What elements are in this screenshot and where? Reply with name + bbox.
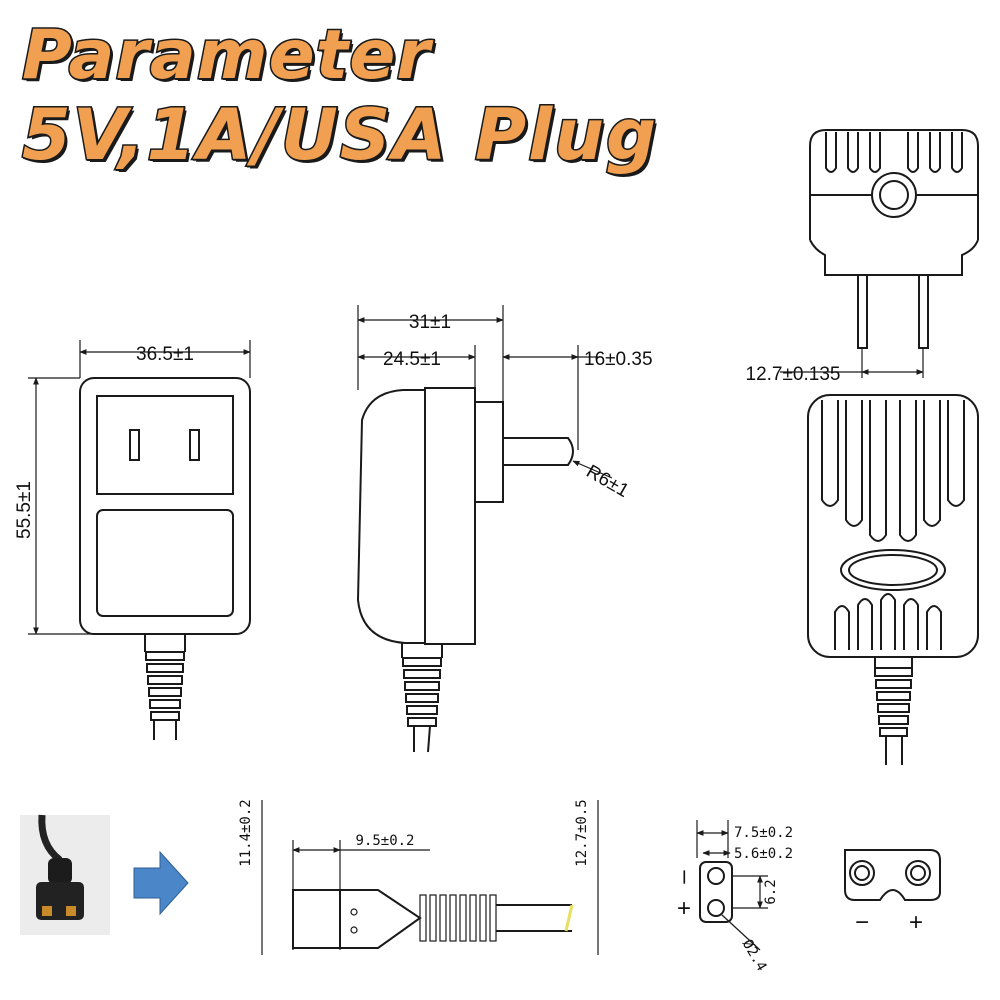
side-radius-label: R6±1 [583,461,633,502]
rear-oval-outer [840,549,946,591]
face2-outline [844,849,941,901]
arrow-right-icon [133,850,189,916]
connector-grip-ribs [419,894,497,942]
top-body-outline [809,129,979,240]
face-body [699,861,733,923]
rear-oval-inner [848,554,938,586]
top-ribs [825,132,963,173]
top-pin-spacing-label: 12.7±0.135 [746,364,841,385]
side-prong [503,437,574,466]
side-strain-relief [401,643,443,753]
top-pin-right [918,274,929,349]
side-prong-label: 16±0.35 [584,349,653,370]
connector-height-label: 11.4±0.2 [238,799,254,866]
face2-plus-sign: + [909,909,923,936]
face2-hole-right-inner [910,865,926,881]
face-plus-sign: + [677,895,691,922]
face-hole-bottom [707,899,725,917]
rear-body-outline [807,394,979,658]
top-view: 12.7±0.135 [746,129,979,385]
title-spec: 5V,1A/USA Plug [20,94,659,176]
front-label-panel [96,509,234,617]
connector-photo [20,814,110,935]
side-body-rounded [356,389,425,644]
face2-hole-left-outer [849,860,875,886]
side-body-rear [424,387,476,645]
side-depth-label: 31±1 [409,312,451,333]
front-width-label: 36.5±1 [136,344,194,365]
rear-ribs-bottom [834,593,942,650]
face-hole-top [707,867,725,885]
side-plug-base [474,401,504,503]
front-strain-relief [144,634,186,740]
connector-face-front: − + [844,849,941,936]
front-slot-left [129,429,140,461]
front-body-outline [79,377,251,635]
side-view: 31±1 24.5±1 16±0.35 R6±1 [356,305,653,753]
top-pin-left [857,274,868,349]
face2-hole-right-outer [905,860,931,886]
title-block: Parameter 5V,1A/USA Plug [20,16,659,176]
front-view: 36.5±1 55.5±1 [14,340,251,740]
face-height-label: 6.2 [763,879,779,904]
face-width-label: 7.5±0.2 [734,825,793,841]
top-led [879,180,909,210]
connector-cable-label: 12.7±0.5 [574,799,590,866]
front-slot-right [189,429,200,461]
rear-strain-relief [874,657,913,765]
face-hole-label: Ø2.4 [739,937,770,974]
rear-ribs-top [821,400,965,542]
connector-face: 7.5±0.2 5.6±0.2 6.2 – + Ø2.4 [672,820,793,974]
face-minus-sign: – [672,870,699,884]
face-pitch-label: 5.6±0.2 [734,846,793,862]
connector-length-label: 9.5±0.2 [355,833,414,849]
connector-tip [292,889,341,949]
connector-housing [340,889,422,949]
top-plug-base [809,239,979,276]
side-body-label: 24.5±1 [383,349,441,370]
front-height-label: 55.5±1 [14,481,35,539]
top-led-ring [871,172,917,218]
face2-minus-sign: − [855,909,869,936]
front-outlet-panel [96,395,234,495]
connector-side-drawing: 11.4±0.2 12.7±0.5 9.5±0.2 [238,799,599,955]
title-parameter: Parameter [20,16,431,95]
face2-hole-left-inner [854,865,870,881]
rear-view [807,394,979,765]
